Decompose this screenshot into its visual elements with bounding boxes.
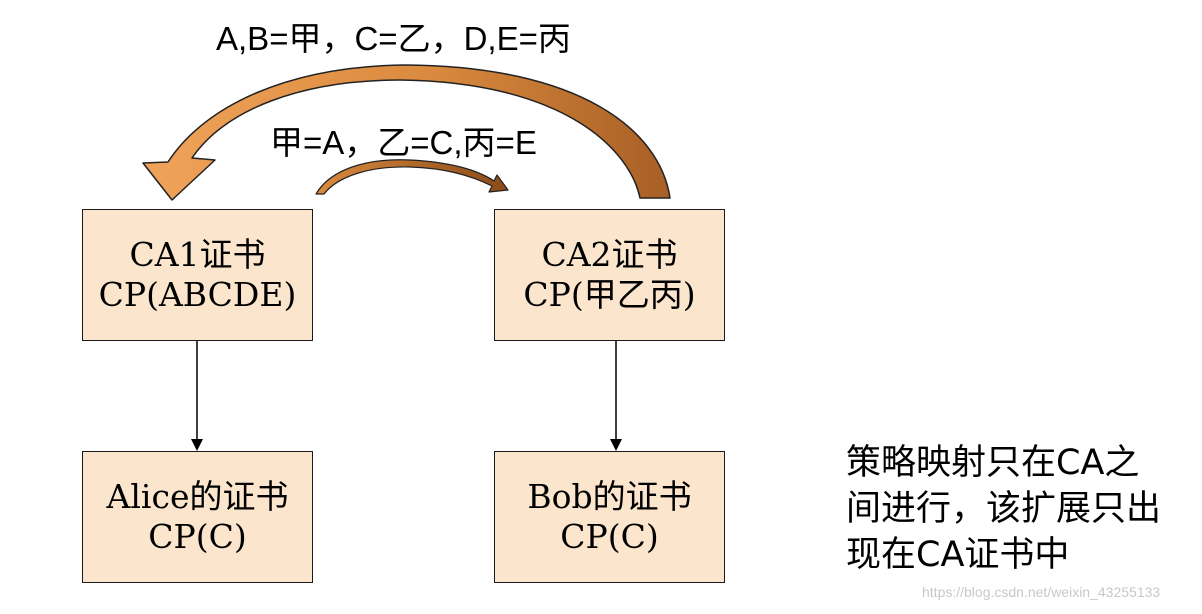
note-line-2: 间进行，该扩展只出 — [846, 489, 1162, 529]
ca2-certificate-box: CA2证书 CP(甲乙丙) — [494, 209, 725, 341]
arrowhead-ca2-to-bob — [610, 439, 622, 451]
alice-certificate-title: Alice的证书 — [106, 477, 289, 517]
watermark-url: https://blog.csdn.net/weixin_43255133 — [922, 584, 1161, 600]
bob-certificate-box: Bob的证书 CP(C) — [494, 451, 725, 583]
arrowhead-ca1-to-alice — [191, 439, 203, 451]
ca2-certificate-title: CA2证书 — [541, 235, 678, 275]
note-line-3: 现在CA证书中 — [846, 535, 1070, 575]
policy-mapping-note: 策略映射只在CA之 间进行，该扩展只出 现在CA证书中 — [846, 440, 1161, 578]
ca2-certificate-policy: CP(甲乙丙) — [523, 275, 696, 314]
bob-certificate-policy: CP(C) — [560, 517, 659, 556]
alice-certificate-policy: CP(C) — [148, 517, 247, 556]
ca1-certificate-title: CA1证书 — [129, 235, 266, 275]
note-line-1: 策略映射只在CA之 — [846, 443, 1140, 483]
ca1-certificate-box: CA1证书 CP(ABCDE) — [82, 209, 313, 341]
alice-certificate-box: Alice的证书 CP(C) — [82, 451, 313, 583]
mapping-label-ca1-to-ca2: 甲=A，乙=C,丙=E — [270, 124, 537, 161]
large-curved-arrow-ca2-to-ca1 — [142, 64, 671, 201]
bob-certificate-title: Bob的证书 — [527, 477, 692, 517]
small-curved-arrow-ca1-to-ca2 — [315, 159, 509, 195]
mapping-label-ca2-to-ca1: A,B=甲，C=乙，D,E=丙 — [216, 20, 571, 57]
ca1-certificate-policy: CP(ABCDE) — [98, 275, 297, 314]
